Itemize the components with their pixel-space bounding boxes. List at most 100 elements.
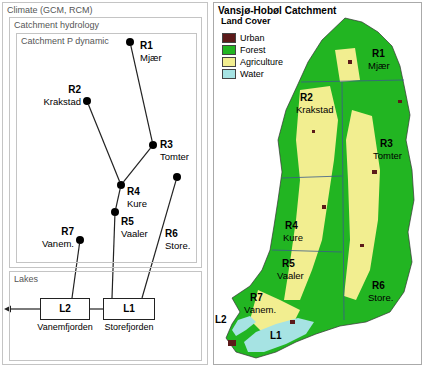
legend-text: Forest — [240, 44, 266, 56]
map-label: Krakstad — [296, 104, 334, 116]
outlet-label: R6Store. — [165, 228, 190, 252]
map-label-holder: L1 — [270, 330, 282, 342]
legend-text: Water — [240, 68, 264, 80]
map-label: R6 — [372, 280, 385, 292]
map-label-holder: R7 — [250, 292, 263, 304]
map-label: Store. — [368, 292, 393, 304]
subcatchment-code: R6 — [165, 228, 190, 240]
map-label: L1 — [270, 330, 282, 342]
urban-areas — [228, 60, 402, 346]
legend-swatch — [222, 45, 236, 55]
subcatchment-outlet: R6Store. — [173, 173, 181, 181]
subcatchment-name: Mjær — [140, 52, 162, 64]
outlet-label: R3Tomter — [160, 139, 189, 163]
map-label: Vaaler — [277, 270, 304, 282]
map-label: L2 — [215, 314, 227, 326]
legend-swatch — [222, 57, 236, 67]
outlet-label: R1Mjær — [140, 40, 162, 64]
subcatchment-outlet: R3Tomter — [149, 141, 157, 149]
map-label: R4 — [285, 220, 298, 232]
map-label-holder: R4 — [285, 220, 298, 232]
subcatchment-code: R7 — [42, 226, 74, 238]
flow-line — [90, 308, 103, 309]
flow-line — [142, 181, 176, 298]
subcatchment-name: Vaaler — [121, 228, 148, 240]
lake-box: L2Vanemfjorden — [40, 298, 90, 320]
map-label: Mjær — [368, 60, 390, 72]
subcatchment-outlet: R4Kure — [117, 181, 125, 189]
outflow-arrow-line — [10, 308, 40, 309]
map-label-holder: Store. — [368, 292, 393, 304]
hydrology-box: R1MjærR2KrakstadR3TomterR4KureR5VaalerR6… — [9, 17, 202, 268]
map-label-holder: R5 — [282, 258, 295, 270]
map-title: Vansjø-Hobøl Catchment — [218, 5, 417, 17]
subcatchment-code: R1 — [140, 40, 162, 52]
lake-label-holder: Storefjorden — [104, 321, 153, 333]
legend-text: Urban — [240, 32, 265, 44]
map-label: R5 — [282, 258, 295, 270]
subcatchment-outlet: R2Krakstad — [83, 97, 91, 105]
subcatchment-name: Vanem. — [42, 238, 74, 250]
agriculture-area — [344, 110, 380, 300]
lake-box: L1Storefjorden — [103, 298, 155, 320]
map-label-holder: Krakstad — [296, 104, 334, 116]
map-label: Kure — [283, 232, 303, 244]
map-label-holder: R1 — [372, 48, 385, 60]
map-label: Tomter — [373, 150, 402, 162]
lake-code: L2 — [59, 303, 71, 315]
lake-name: Vanemfjorden — [37, 321, 92, 333]
map-label-holder: Mjær — [368, 60, 390, 72]
outlet-label: R4Kure — [127, 186, 147, 210]
outlet-label: R5Vaaler — [121, 216, 148, 240]
box-heading: Catchment hydrology — [14, 19, 197, 31]
flow-line — [116, 189, 120, 208]
subcatchment-name: Kure — [127, 198, 147, 210]
legend-entry: Urban — [222, 28, 265, 46]
outlet-label: R7Vanem. — [42, 226, 74, 250]
subcatchment-code: R3 — [160, 139, 189, 151]
catchment-map — [226, 18, 414, 358]
legend-entry: Water — [222, 64, 264, 82]
legend-swatch — [222, 33, 236, 43]
subcatchment-code: R2 — [44, 84, 82, 96]
flow-line — [112, 216, 115, 298]
map-label-holder: Kure — [283, 232, 303, 244]
map-label: R2 — [300, 92, 313, 104]
outlet-label: R2Krakstad — [44, 84, 82, 108]
lake-code: L1 — [123, 303, 135, 315]
legend-swatch — [222, 69, 236, 79]
subcatchment-outlet: R5Vaaler — [111, 208, 119, 216]
box-heading: Catchment P dynamic — [21, 35, 192, 47]
p-dynamic-box: R1MjærR2KrakstadR3TomterR4KureR5VaalerR6… — [16, 33, 197, 263]
subcatchment-outlet: R7Vanem. — [76, 236, 84, 244]
subcatchment-code: R4 — [127, 186, 147, 198]
lakes-box: L2VanemfjordenL1StorefjordenLakes — [9, 271, 202, 361]
map-label-holder: R6 — [372, 280, 385, 292]
subcatchment-name: Krakstad — [44, 96, 82, 108]
lake-name: Storefjorden — [104, 321, 153, 333]
lake — [232, 316, 256, 336]
subcatchment-boundaries — [272, 80, 404, 320]
subcatchment-code: R5 — [121, 216, 148, 228]
lake-label-holder: Vanemfjorden — [37, 321, 92, 333]
agriculture-area — [335, 48, 360, 82]
box-heading: Lakes — [14, 273, 197, 285]
map-label: R3 — [380, 138, 393, 150]
map-label-holder: L2 — [215, 314, 227, 326]
subcatchment-outlet: R1Mjær — [126, 38, 134, 46]
map-label-holder: Vaaler — [277, 270, 304, 282]
subcatchment-name: Store. — [165, 240, 190, 252]
climate-box: R1MjærR2KrakstadR3TomterR4KureR5VaalerR6… — [2, 2, 208, 365]
subcatchment-name: Tomter — [160, 151, 189, 163]
legend-entry: Forest — [222, 40, 266, 58]
map-label-holder: R2 — [300, 92, 313, 104]
map-label-holder: Vanem. — [244, 304, 276, 316]
box-heading: Climate (GCM, RCM) — [7, 4, 203, 16]
map-label-holder: R3 — [380, 138, 393, 150]
map-label: Vanem. — [244, 304, 276, 316]
map-label-holder: Land Cover — [221, 15, 271, 27]
map-label-holder: Tomter — [373, 150, 402, 162]
legend-entry: Agriculture — [222, 52, 283, 70]
legend-heading: Land Cover — [221, 15, 271, 27]
map-label: R1 — [372, 48, 385, 60]
